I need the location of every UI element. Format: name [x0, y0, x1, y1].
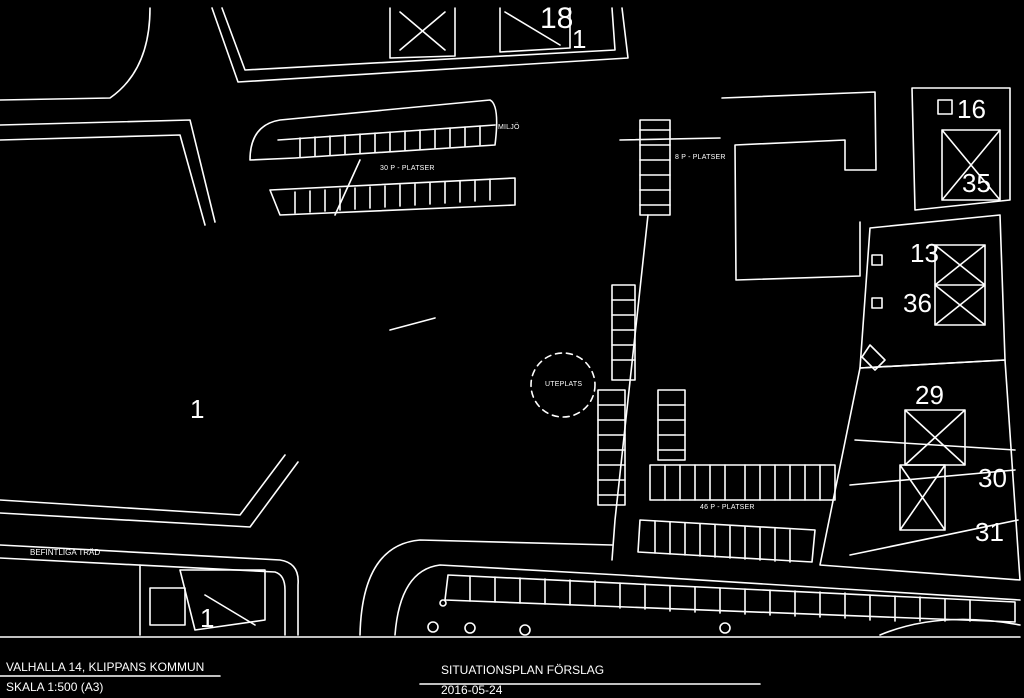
lot-label-1-top: 1: [572, 24, 587, 54]
label-befintliga-trad: BEFINTLIGA TRÄD: [30, 548, 101, 557]
lot-label-1-main: 1: [190, 394, 205, 424]
road-left-top: [0, 7, 151, 101]
parking-46-lower: [637, 519, 816, 563]
footer-scale: SKALA 1:500 (A3): [6, 680, 104, 694]
lot-label-1-bottom: 1: [200, 603, 215, 633]
label-miljo: MILJÖ: [498, 124, 520, 131]
uteplats-circle: [530, 352, 596, 418]
top-plot-outline: [211, 7, 629, 83]
label-parking-30: 30 P - PLATSER: [380, 165, 435, 172]
parking-bottom-row: [444, 574, 1016, 623]
road-left-upper: [0, 119, 216, 223]
lot-29-31: [819, 359, 1021, 581]
lot-16: [911, 87, 1011, 211]
road-left-upper-inner: [0, 134, 206, 226]
lot-label-13: 13: [910, 238, 939, 268]
label-parking-46: 46 P - PLATSER: [700, 504, 755, 511]
lot-label-18: 18: [540, 2, 574, 35]
parking-46-upper: [649, 464, 836, 501]
parking-upper-row: [249, 99, 498, 161]
street-lower: [0, 544, 299, 636]
parking-stalls-upper: [294, 125, 491, 214]
street-bottom: [359, 539, 613, 636]
lot-label-16: 16: [957, 94, 986, 124]
lot-label-29: 29: [915, 380, 944, 410]
building-east: [721, 91, 877, 281]
label-uteplats: UTEPLATS: [545, 381, 583, 388]
footer-title: SITUATIONSPLAN FÖRSLAG: [441, 663, 605, 677]
label-parking-8: 8 P - PLATSER: [675, 154, 726, 161]
lot-label-36: 36: [903, 288, 932, 318]
lot-label-30: 30: [978, 463, 1007, 493]
tree-symbols: [427, 599, 731, 636]
lot-label-31: 31: [975, 517, 1004, 547]
footer-project: VALHALLA 14, KLIPPANS KOMMUN: [6, 660, 205, 674]
footer-date: 2016-05-24: [441, 683, 503, 697]
lot-label-35: 35: [962, 168, 991, 198]
top-plot-inner: [221, 7, 616, 71]
road-main-diagonal: [0, 454, 286, 516]
top-building: [389, 7, 456, 59]
